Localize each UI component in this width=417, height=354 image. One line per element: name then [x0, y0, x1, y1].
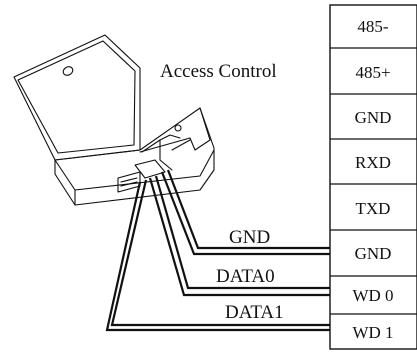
access-control-device-drawing [13, 34, 215, 206]
terminal-wd0: WD 0 [352, 286, 393, 305]
terminal-gnd-2: GND [355, 244, 392, 263]
wire-paths [105, 169, 330, 332]
wire-data0-inner [148, 177, 330, 297]
terminal-block: 485- 485+ GND RXD TXD GND WD 0 WD 1 [329, 4, 417, 350]
wire-label-gnd: GND [229, 227, 270, 248]
wire-data1-inner [105, 181, 330, 332]
wire-gnd [166, 169, 330, 250]
device-label: Access Control [160, 61, 277, 82]
wire-gnd-inner [160, 171, 330, 256]
terminal-txd: TXD [356, 199, 391, 218]
wire-label-data0: DATA0 [216, 266, 275, 287]
wire-label-data1: DATA1 [225, 302, 284, 323]
terminal-485-minus: 485- [357, 17, 389, 36]
terminal-wd1: WD 1 [352, 323, 393, 342]
terminal-gnd-1: GND [355, 108, 392, 127]
wire-data1 [110, 179, 330, 327]
terminal-rxd: RXD [355, 153, 391, 172]
wire-data0 [154, 175, 330, 290]
terminal-485-plus: 485+ [355, 63, 390, 82]
